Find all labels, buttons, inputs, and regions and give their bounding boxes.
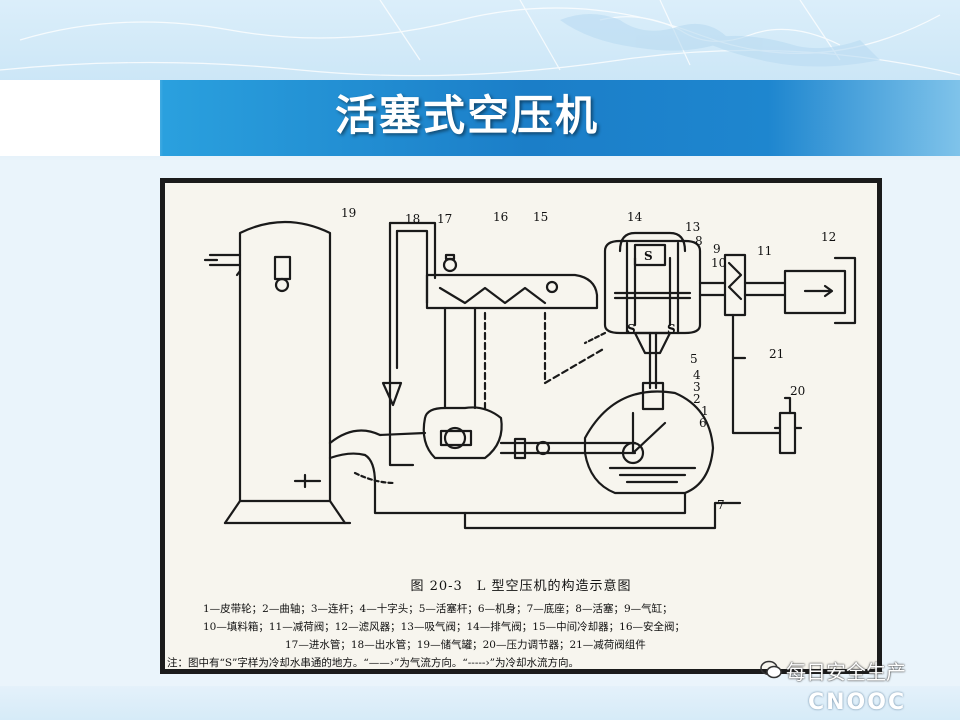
air-outlet-pipe — [328, 429, 427, 445]
air-filter — [783, 256, 857, 325]
label-21: 21 — [769, 347, 784, 361]
base — [463, 491, 742, 530]
slide-title: 活塞式空压机 — [335, 91, 600, 140]
footer-bar — [0, 686, 960, 720]
label-6: 6 — [699, 416, 707, 430]
funnel — [381, 381, 403, 407]
figure-caption: 图 20-3 L 型空压机的构造示意图 — [410, 579, 632, 594]
label-13: 13 — [685, 220, 700, 234]
title-bar — [0, 80, 960, 156]
compressor-diagram: 19 18 17 16 15 14 13 8 9 10 11 12 21 20 … — [203, 206, 857, 530]
label-4: 4 — [693, 368, 701, 382]
label-3: 3 — [693, 380, 701, 394]
water-outlet-pipe — [388, 221, 415, 467]
s-mark-top: S — [644, 249, 653, 263]
s-mark-left: S — [627, 322, 636, 336]
storage-tank — [203, 220, 352, 525]
label-17: 17 — [437, 212, 452, 226]
wechat-icon — [760, 660, 782, 679]
label-2: 2 — [693, 392, 701, 406]
label-8: 8 — [695, 234, 703, 248]
intercooler — [425, 253, 599, 310]
label-18: 18 — [405, 212, 420, 226]
legend-line-2: 10—填料箱；11—减荷阀；12—滤风器；13—吸气阀；14—排气阀；15—中间… — [203, 621, 686, 633]
label-5: 5 — [690, 352, 698, 366]
connecting-rod-line — [499, 441, 637, 455]
label-9: 9 — [713, 242, 721, 256]
legend-line-3: 17—进水管；18—出水管；19—储气罐；20—压力调节器；21—减荷阀组件 — [285, 639, 646, 651]
pressure-regulator — [731, 356, 803, 455]
label-20: 20 — [790, 384, 805, 398]
figure-paper: 19 18 17 16 15 14 13 8 9 10 11 12 21 20 … — [165, 183, 877, 669]
label-11: 11 — [757, 244, 772, 258]
label-10: 10 — [711, 256, 726, 270]
figure-frame: 19 18 17 16 15 14 13 8 9 10 11 12 21 20 … — [160, 178, 882, 674]
label-19: 19 — [341, 206, 356, 220]
label-16: 16 — [493, 210, 508, 224]
label-12: 12 — [821, 230, 836, 244]
label-14: 14 — [627, 210, 643, 224]
title-bar-left-tab — [0, 80, 160, 156]
watermark-text: 每日安全生产 — [786, 660, 906, 684]
cylinder — [603, 239, 702, 411]
crankcase — [583, 390, 715, 495]
label-1: 1 — [701, 404, 709, 418]
s-mark-right: S — [667, 322, 676, 336]
label-15: 15 — [533, 210, 548, 224]
figure-note: 注：图中有“S”字样为冷却水串通的地方。“——›”为气流方向。“-----›”为… — [167, 657, 580, 669]
unload-valve-assembly — [731, 313, 747, 360]
world-map-background — [0, 0, 960, 77]
label-7: 7 — [717, 498, 725, 512]
legend-line-1: 1—皮带轮；2—曲轴；3—连杆；4—十字头；5—活塞杆；6—机身；7—底座；8—… — [203, 603, 673, 615]
cnooc-logo: CNOOC — [808, 690, 907, 715]
unload-valve — [698, 253, 787, 317]
